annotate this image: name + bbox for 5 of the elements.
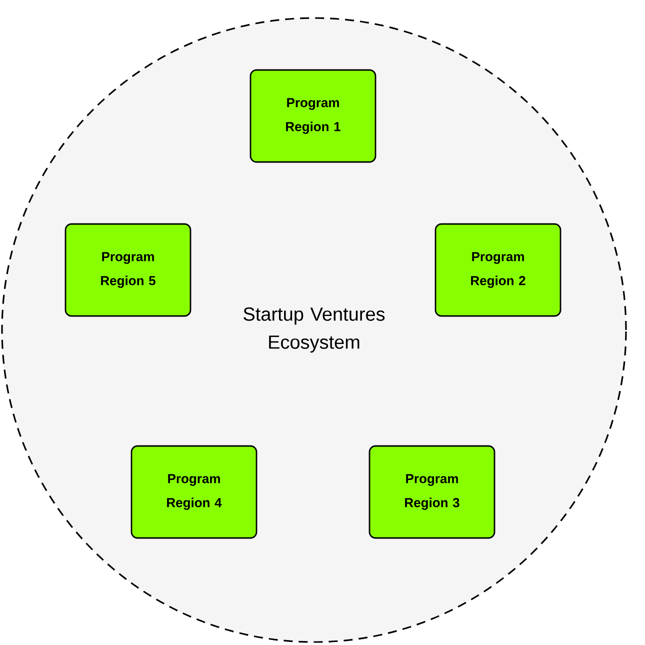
program-box: Program Region 4 [130,445,258,539]
program-box: Program Region 5 [64,223,192,317]
program-box: Program Region 3 [368,445,496,539]
program-box: Program Region 2 [434,223,562,317]
program-box: Program Region 1 [250,69,376,163]
